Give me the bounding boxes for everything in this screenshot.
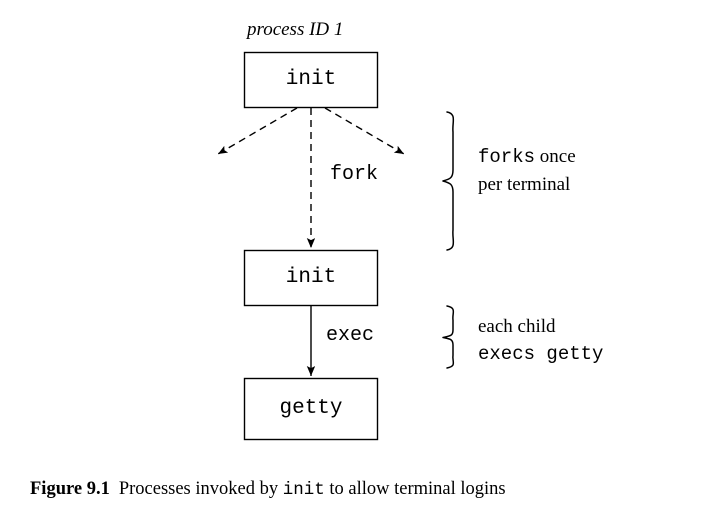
annotation-top-text: once <box>535 146 576 167</box>
caption-text-before: Processes invoked by <box>118 479 279 499</box>
node-label-getty: getty <box>279 397 343 420</box>
annotation-top-text-line2: per terminal <box>478 174 571 195</box>
node-label-init-child: init <box>285 266 337 289</box>
node-box-init-child <box>243 249 379 307</box>
brace-execs <box>442 305 455 369</box>
brace-forks <box>442 111 455 251</box>
process-id-label: process ID 1 <box>247 19 344 40</box>
figure-number: Figure 9.1 <box>30 479 110 499</box>
annotation-bottom-code-getty: getty <box>535 343 604 365</box>
annotation-forks-once-per-terminal: forks once per terminal <box>478 143 576 198</box>
fork-arrow-right <box>324 107 405 155</box>
node-label-init-top: init <box>285 68 337 91</box>
figure-caption: Figure 9.1 Processes invoked by init to a… <box>30 478 710 501</box>
annotation-each-child-execs-getty: each child execs getty <box>478 313 603 368</box>
caption-code-init: init <box>282 480 325 500</box>
edge-label-fork: fork <box>330 163 379 186</box>
annotation-bottom-code-execs: execs <box>478 343 536 365</box>
node-box-getty <box>243 377 379 441</box>
node-box-init-top <box>243 51 379 109</box>
fork-arrow-left <box>217 107 298 155</box>
edge-label-exec: exec <box>326 324 375 347</box>
annotation-bottom-text-line1: each child <box>478 316 556 337</box>
annotation-top-code: forks <box>478 146 536 168</box>
caption-text-after: to allow terminal logins <box>329 479 506 499</box>
